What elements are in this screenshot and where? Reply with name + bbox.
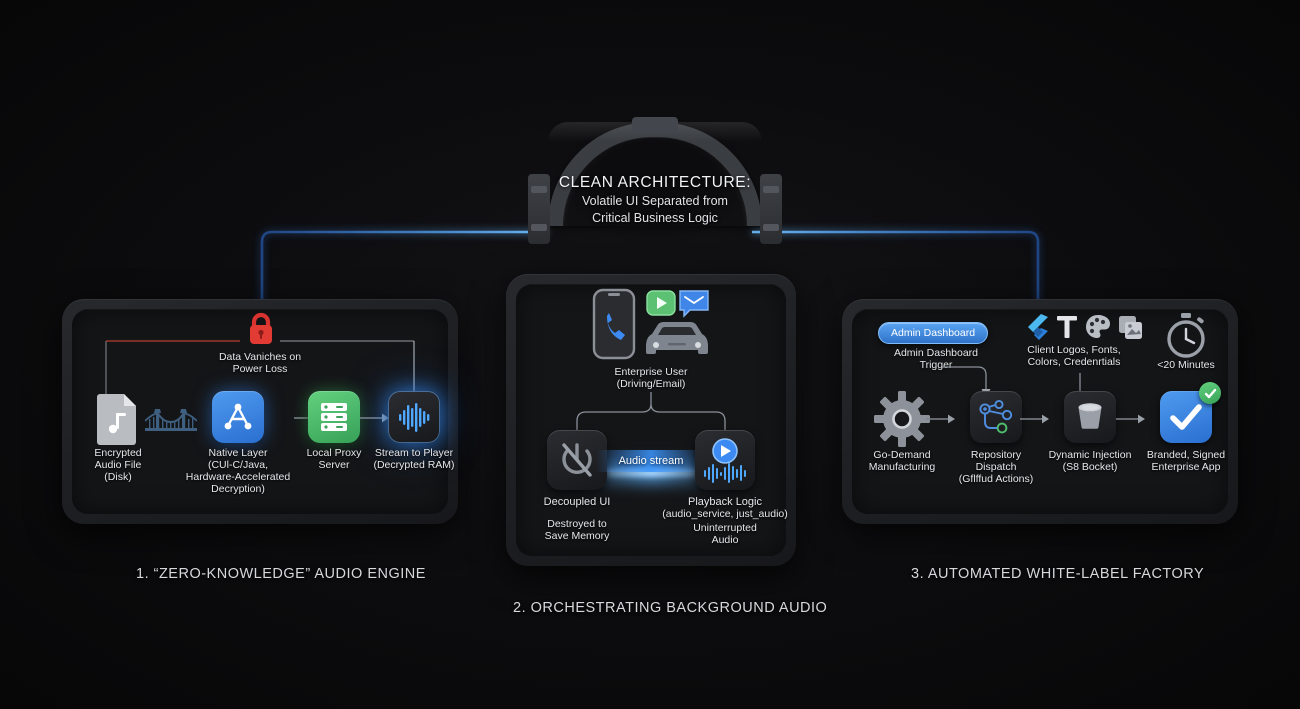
assets-line2: Colors, Credenrtials bbox=[1027, 356, 1121, 369]
node-repository-dispatch[interactable]: Repository Dispatch (Gflffud Actions) bbox=[946, 391, 1046, 485]
flutter-icon bbox=[1028, 314, 1048, 340]
assets-line1: Client Logos, Fonts, bbox=[1027, 344, 1121, 356]
node-on-demand-manufacturing[interactable]: Go-Demand Manufacturing bbox=[852, 391, 952, 473]
label-native-line2: (CUl-C/Java, bbox=[207, 459, 269, 471]
audio-stream-label: Audio stream bbox=[596, 450, 706, 472]
assets-label: Client Logos, Fonts, Colors, Credenrtial… bbox=[994, 344, 1154, 369]
user-label-line2: (Driving/Email) bbox=[616, 378, 686, 391]
arrow-proxy-to-stream bbox=[360, 413, 389, 423]
hub-text-block: CLEAN ARCHITECTURE: Volatile UI Separate… bbox=[520, 174, 790, 226]
phone-call-icon bbox=[592, 288, 636, 365]
label-injection-line1: Dynamic Injection bbox=[1048, 449, 1132, 461]
asset-icon-row bbox=[1024, 313, 1145, 341]
label-manufacturing-line2: Manufacturing bbox=[868, 461, 936, 473]
hub-title: CLEAN ARCHITECTURE: bbox=[558, 174, 752, 191]
gear-icon bbox=[874, 391, 930, 447]
car-icon bbox=[640, 318, 714, 367]
warning-line-2: Power Loss bbox=[232, 363, 288, 376]
panel-orchestrating-background-audio: Enterprise User (Driving/Email) bbox=[506, 274, 796, 566]
playback-logic-sub1: Uninterrupted bbox=[693, 522, 757, 534]
playback-logic-title: Playback Logic bbox=[688, 496, 762, 508]
label-native-line3: Hardware-Accelerated bbox=[185, 471, 291, 483]
admin-dashboard-pill[interactable]: Admin Dashboard bbox=[878, 322, 989, 344]
admin-trigger-label: Admin Dashboard Trigger bbox=[856, 347, 1016, 372]
enterprise-user-label: Enterprise User (Driving/Email) bbox=[506, 366, 796, 391]
warning-line-1: Data Vaniches on bbox=[218, 351, 302, 363]
caption-panel-1: 1. “ZERO-KNOWLEDGE” AUDIO ENGINE bbox=[136, 566, 426, 582]
label-manufacturing-line1: Go-Demand bbox=[873, 449, 931, 461]
xcode-icon bbox=[212, 391, 264, 443]
git-graph-icon bbox=[970, 391, 1022, 443]
playback-logic-subtitle: (audio_service, just_audio) bbox=[662, 508, 788, 520]
check-app-icon bbox=[1160, 382, 1221, 443]
playback-logic-sub2: Audio bbox=[711, 534, 739, 546]
arrow-gear-to-repo bbox=[926, 414, 955, 424]
waveform-icon bbox=[388, 391, 440, 443]
label-repo-line3: (Gflffud Actions) bbox=[958, 473, 1034, 485]
hub-subtitle-line2: Critical Business Logic bbox=[592, 211, 718, 225]
lock-icon bbox=[245, 311, 277, 354]
label-stream-line1: Stream to Player bbox=[374, 447, 454, 459]
node-native-layer[interactable]: Native Layer (CUl-C/Java, Hardware-Accel… bbox=[186, 391, 290, 495]
play-waveform-icon bbox=[695, 430, 755, 490]
stopwatch-icon bbox=[1164, 312, 1208, 365]
hub-subtitle-line1: Volatile UI Separated from bbox=[582, 194, 728, 208]
caption-panel-2: 2. ORCHESTRATING BACKGROUND AUDIO bbox=[513, 600, 828, 616]
music-file-icon bbox=[97, 394, 136, 445]
node-playback-logic[interactable]: Playback Logic (audio_service, just_audi… bbox=[662, 430, 788, 546]
power-loss-warning: Data Vaniches on Power Loss bbox=[62, 351, 458, 376]
bucket-icon bbox=[1064, 391, 1116, 443]
headband-left-leg bbox=[528, 174, 550, 244]
clean-architecture-hub: CLEAN ARCHITECTURE: Volatile UI Separate… bbox=[520, 117, 790, 244]
panel2-branch bbox=[576, 392, 726, 432]
decoupled-ui-sub2: Save Memory bbox=[544, 530, 610, 542]
image-stack-icon bbox=[1119, 316, 1142, 339]
headband-right-leg bbox=[760, 174, 782, 244]
label-encrypted-line2: Audio File bbox=[94, 459, 142, 471]
node-dynamic-injection[interactable]: Dynamic Injection (S8 Bocket) bbox=[1040, 391, 1140, 473]
node-encrypted-audio-file[interactable]: Encrypted Audio File (Disk) bbox=[80, 391, 156, 483]
label-proxy-line1: Local Proxy bbox=[306, 447, 362, 459]
label-encrypted-line3: (Disk) bbox=[104, 471, 132, 483]
label-injection-line2: (S8 Bocket) bbox=[1062, 461, 1118, 473]
play-icon bbox=[646, 290, 676, 321]
caption-panel-3: 3. AUTOMATED WHITE-LABEL FACTORY bbox=[911, 566, 1205, 582]
label-native-line1: Native Layer bbox=[208, 447, 268, 459]
headband-top-tab bbox=[632, 117, 678, 133]
node-decoupled-ui[interactable]: Decoupled UI Destroyed to Save Memory bbox=[536, 430, 618, 542]
decoupled-ui-sub1: Destroyed to bbox=[547, 518, 607, 530]
audio-stream-text: Audio stream bbox=[618, 455, 684, 467]
label-app-line1: Branded, Signed bbox=[1146, 449, 1226, 461]
mail-icon bbox=[679, 290, 709, 323]
label-proxy-line2: Server bbox=[318, 459, 350, 471]
label-app-line2: Enterprise App bbox=[1151, 461, 1221, 473]
trigger-line2: Trigger bbox=[919, 359, 953, 372]
arrow-repo-to-injection bbox=[1020, 414, 1049, 424]
label-encrypted-line1: Encrypted bbox=[94, 447, 142, 459]
decoupled-ui-title: Decoupled UI bbox=[543, 496, 611, 508]
label-repo-line2: Dispatch bbox=[975, 461, 1017, 473]
node-local-proxy-server[interactable]: Local Proxy Server bbox=[284, 391, 384, 471]
timer-label: <20 Minutes bbox=[1157, 359, 1215, 371]
success-check-badge bbox=[1199, 382, 1221, 404]
panel2-inner bbox=[516, 284, 786, 556]
node-stream-to-player[interactable]: Stream to Player (Decrypted RAM) bbox=[364, 391, 464, 471]
node-branded-signed-app[interactable]: Branded, Signed Enterprise App bbox=[1136, 382, 1236, 473]
trigger-line1: Admin Dashboard bbox=[893, 347, 979, 359]
arrow-injection-to-app bbox=[1116, 414, 1145, 424]
typography-icon bbox=[1057, 316, 1077, 338]
label-stream-line2: (Decrypted RAM) bbox=[373, 459, 455, 471]
user-label-line1: Enterprise User bbox=[614, 366, 688, 378]
label-native-line4: Decryption) bbox=[211, 483, 265, 495]
server-icon bbox=[308, 391, 360, 443]
bridge-icon bbox=[144, 407, 198, 440]
palette-icon bbox=[1086, 315, 1110, 338]
panel-zero-knowledge-audio-engine: Data Vaniches on Power Loss Encrypted Au… bbox=[62, 299, 458, 524]
label-repo-line1: Repository bbox=[970, 449, 1022, 461]
panel-automated-white-label-factory: Admin Dashboard Admin Dashboard Trigger bbox=[842, 299, 1238, 524]
